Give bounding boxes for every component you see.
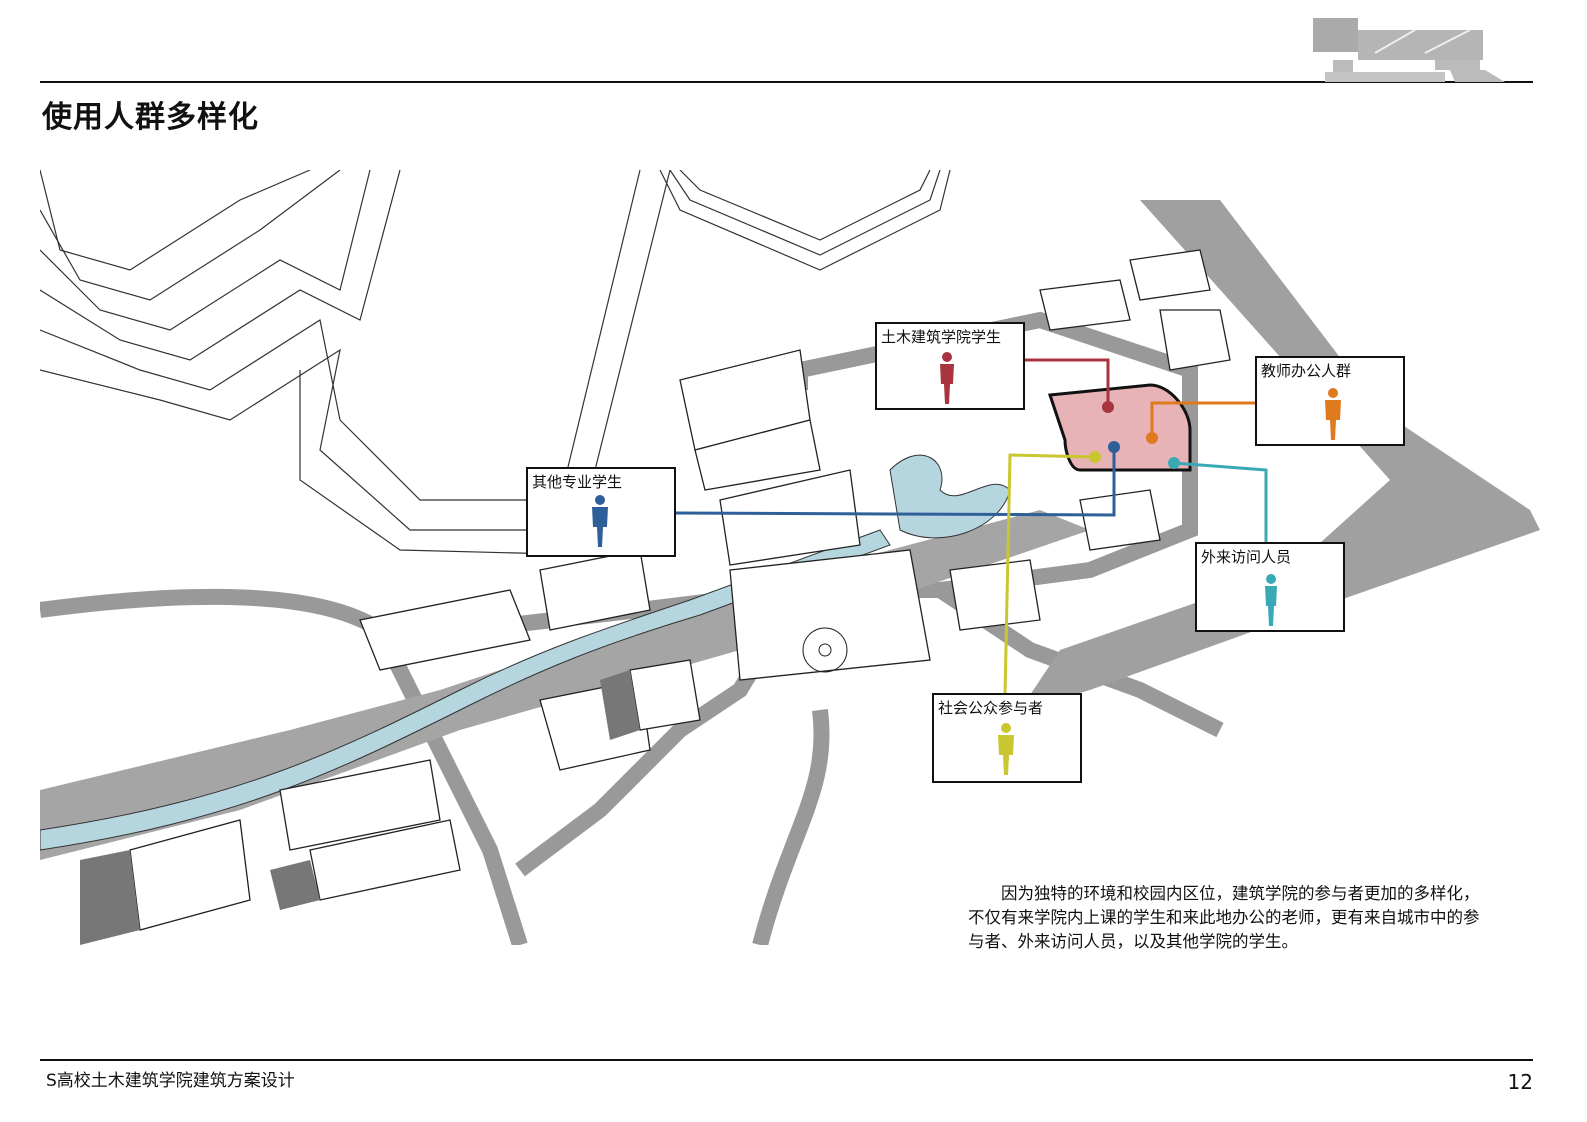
callout-visitors: 外来访问人员 <box>1195 542 1345 632</box>
buildings <box>129 249 1231 931</box>
person-icon <box>1265 574 1277 626</box>
building-elevation-thumbnail <box>1313 18 1505 82</box>
callout-civil-students: 土木建筑学院学生 <box>875 322 1025 410</box>
callout-label: 土木建筑学院学生 <box>881 328 1002 346</box>
pond <box>889 454 1011 539</box>
connector-visitors <box>1173 461 1268 545</box>
callout-faculty: 教师办公人群 <box>1255 356 1405 446</box>
shadows <box>80 670 640 945</box>
person-icon <box>998 723 1014 775</box>
header-rule <box>40 81 1533 83</box>
callout-label: 社会公众参与者 <box>938 699 1044 717</box>
connector-civil-students <box>1025 358 1110 407</box>
person-icon <box>592 495 608 547</box>
canal <box>40 529 891 851</box>
contour-lines-top <box>659 170 951 271</box>
footer-rule <box>40 1059 1533 1061</box>
connector-other-students <box>674 447 1116 517</box>
footer-project-title: S高校土木建筑学院建筑方案设计 <box>46 1071 295 1091</box>
site-highlight-area <box>1047 383 1192 472</box>
connector-faculty <box>1150 401 1255 438</box>
callout-label: 外来访问人员 <box>1201 548 1292 566</box>
person-icon <box>1325 388 1341 440</box>
callout-label: 教师办公人群 <box>1261 362 1352 380</box>
callout-label: 其他专业学生 <box>532 473 623 491</box>
person-icon <box>940 352 954 404</box>
plaza-circle <box>802 627 848 673</box>
callout-other-students: 其他专业学生 <box>526 467 676 557</box>
connector-public <box>1003 453 1096 696</box>
description-paragraph: 因为独特的环境和校园内区位，建筑学院的参与者更加的多样化，不仅有来学院内上课的学… <box>968 884 1480 951</box>
page-number: 12 <box>1507 1070 1533 1094</box>
callout-public: 社会公众参与者 <box>932 693 1082 783</box>
page-title: 使用人群多样化 <box>42 100 259 135</box>
